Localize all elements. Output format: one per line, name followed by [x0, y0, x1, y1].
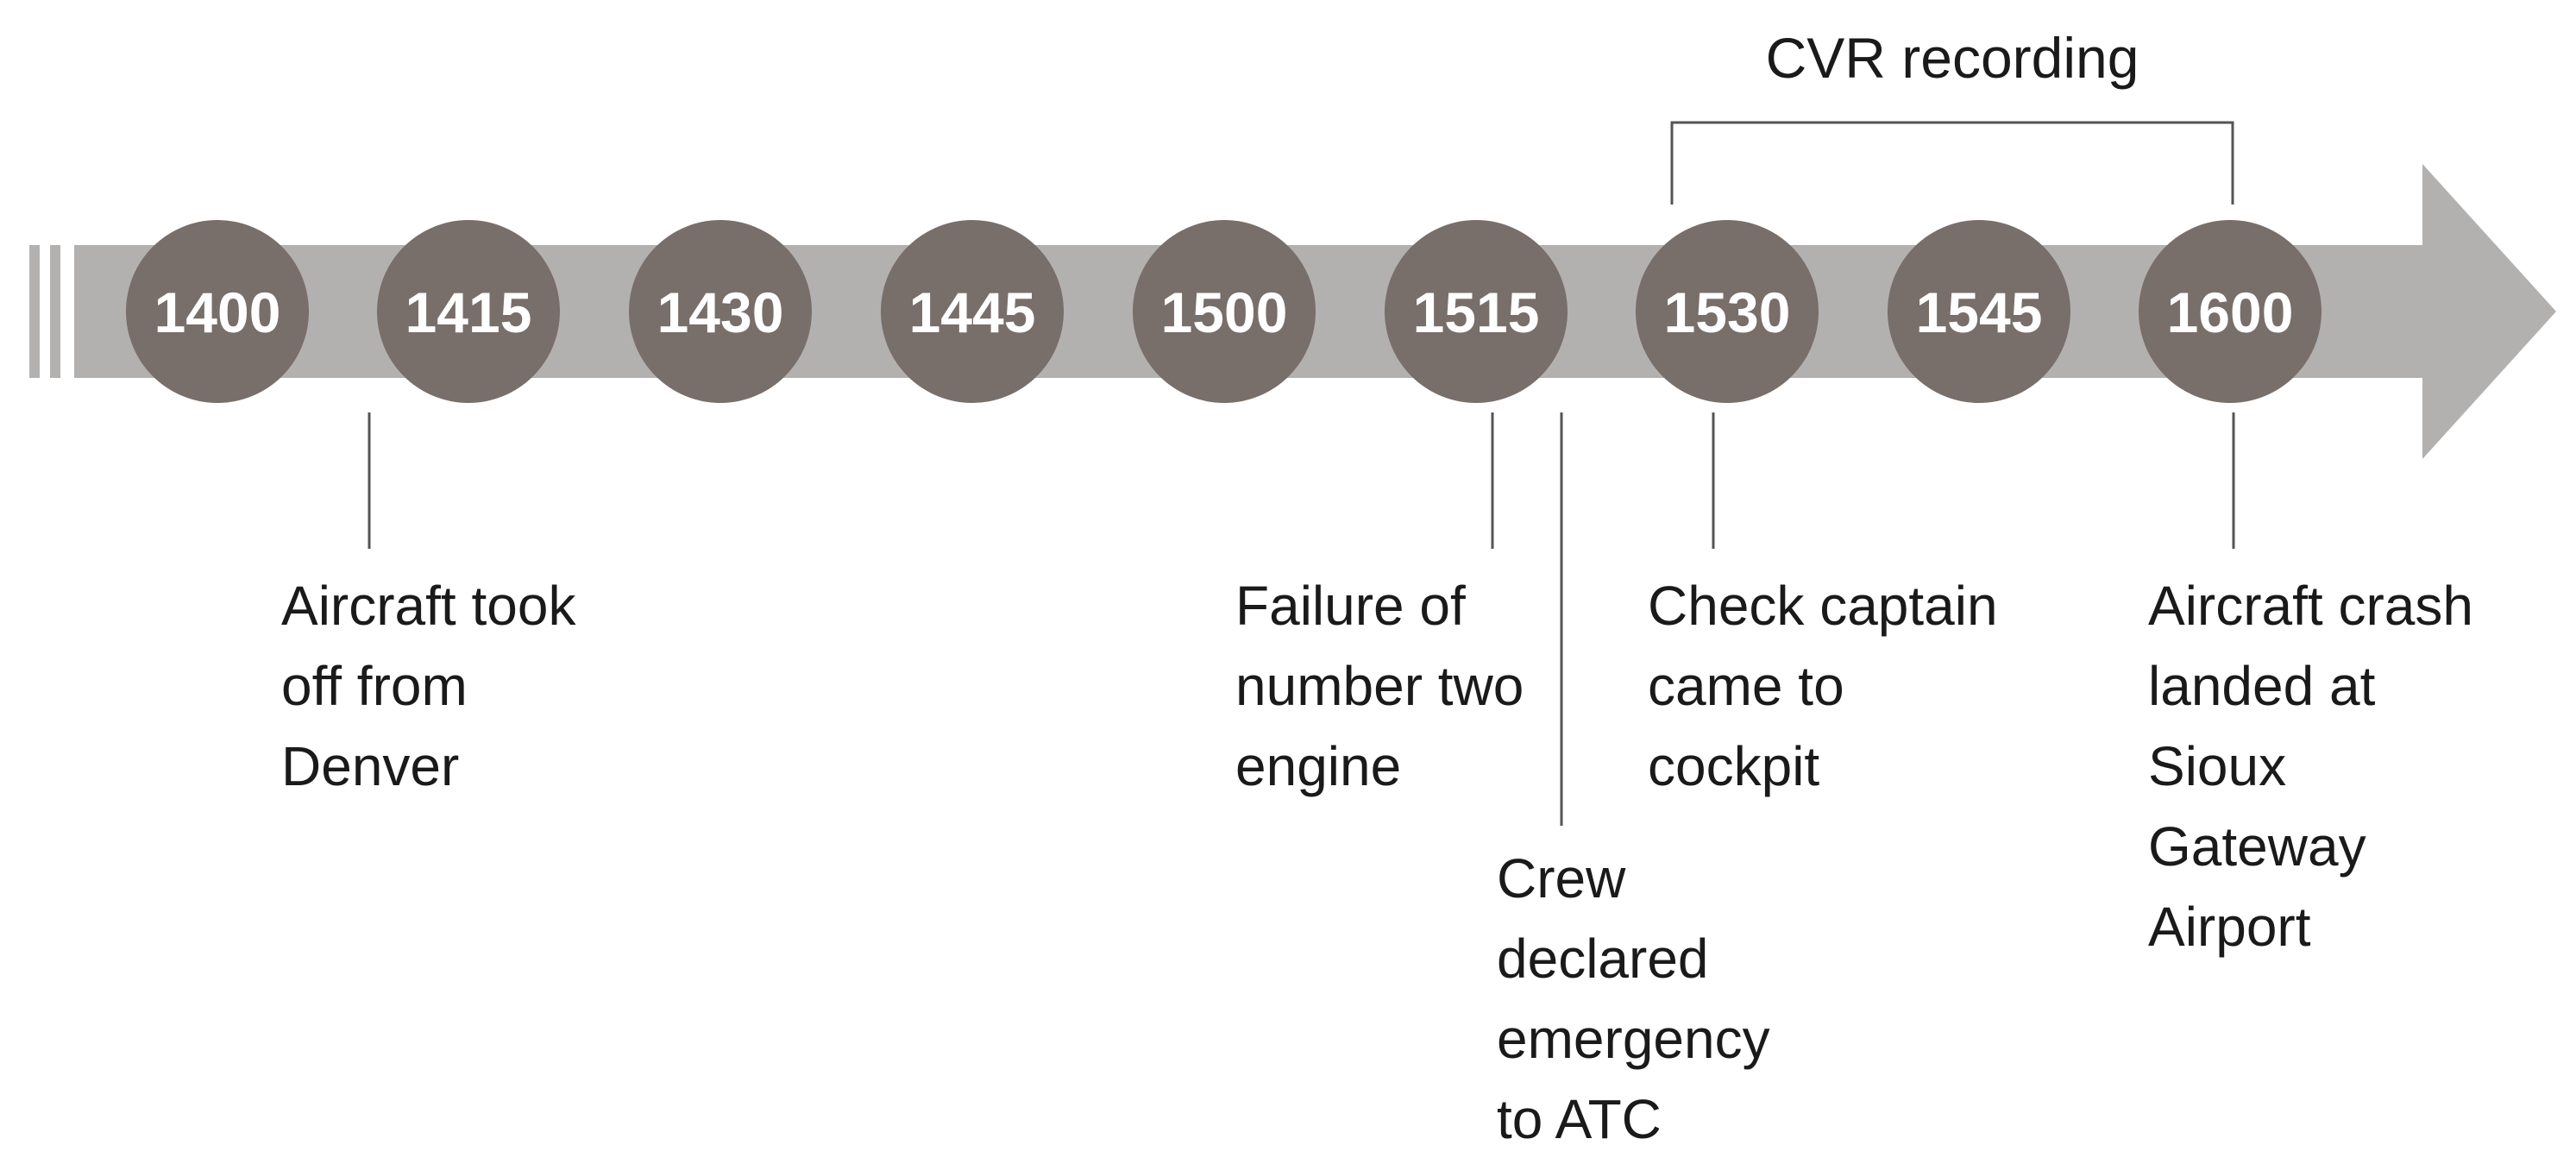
event-label-line: Crew — [1497, 847, 1626, 909]
cvr-bracket-label: CVR recording — [1766, 26, 2139, 90]
time-marker: 1545 — [1888, 220, 2070, 403]
event-label-line: Check captain — [1648, 575, 1998, 637]
event-label-line: declared — [1497, 928, 1709, 990]
arrow-stripe — [50, 245, 60, 378]
event-label-line: Failure of — [1235, 575, 1466, 637]
time-marker-label: 1515 — [1413, 280, 1540, 344]
time-marker-circle — [1636, 220, 1819, 403]
event-label-line: Gateway — [2148, 815, 2366, 878]
event-label: Crew declared emergency to ATC — [1497, 847, 1770, 1150]
event-label-line: emergency — [1497, 1008, 1770, 1070]
time-marker: 1400 — [126, 220, 309, 403]
event-label-line: engine — [1235, 735, 1401, 797]
event-label: Check captain came to cockpit — [1648, 575, 1998, 797]
time-marker-label: 1430 — [657, 280, 784, 344]
time-marker-circle — [126, 220, 309, 403]
time-marker: 1445 — [881, 220, 1064, 403]
time-marker-label: 1500 — [1161, 280, 1288, 344]
time-markers: 1400 1415 1430 1445 1500 1515 1530 1545 1600 — [126, 220, 2322, 403]
time-marker-circle — [2139, 220, 2322, 403]
event-label-line: Airport — [2148, 896, 2311, 958]
time-marker-label: 1415 — [405, 280, 532, 344]
event-label: Failure of number two engine — [1235, 575, 1524, 797]
time-marker: 1600 — [2139, 220, 2322, 403]
event-label-line: cockpit — [1648, 735, 1819, 797]
time-marker-circle — [881, 220, 1064, 403]
time-marker-label: 1400 — [154, 280, 281, 344]
cvr-bracket: CVR recording — [1670, 26, 2234, 204]
event-label-line: number two — [1235, 655, 1524, 717]
event-label-line: off from — [281, 655, 468, 717]
time-marker: 1530 — [1636, 220, 1819, 403]
arrow-stripe — [29, 245, 40, 378]
time-marker-label: 1530 — [1664, 280, 1791, 344]
cvr-bracket-line — [1670, 121, 2234, 204]
event-label-line: came to — [1648, 655, 1844, 717]
event-label-line: Denver — [281, 735, 459, 797]
event-label-line: Aircraft crash — [2148, 575, 2473, 637]
time-marker-label: 1445 — [909, 280, 1036, 344]
time-marker-circle — [377, 220, 560, 403]
time-marker: 1430 — [629, 220, 812, 403]
event-label-line: landed at — [2148, 655, 2376, 717]
time-marker-circle — [1133, 220, 1316, 403]
time-marker-label: 1545 — [1916, 280, 2043, 344]
event-label-line: Sioux — [2148, 735, 2286, 797]
time-marker-circle — [629, 220, 812, 403]
time-marker: 1515 — [1385, 220, 1568, 403]
time-marker-circle — [1888, 220, 2070, 403]
event-label-line: to ATC — [1497, 1088, 1662, 1150]
time-marker-circle — [1385, 220, 1568, 403]
time-marker: 1500 — [1133, 220, 1316, 403]
event-label-line: Aircraft took — [281, 575, 576, 637]
time-marker-label: 1600 — [2167, 280, 2294, 344]
event-connectors — [368, 412, 2235, 826]
time-marker: 1415 — [377, 220, 560, 403]
